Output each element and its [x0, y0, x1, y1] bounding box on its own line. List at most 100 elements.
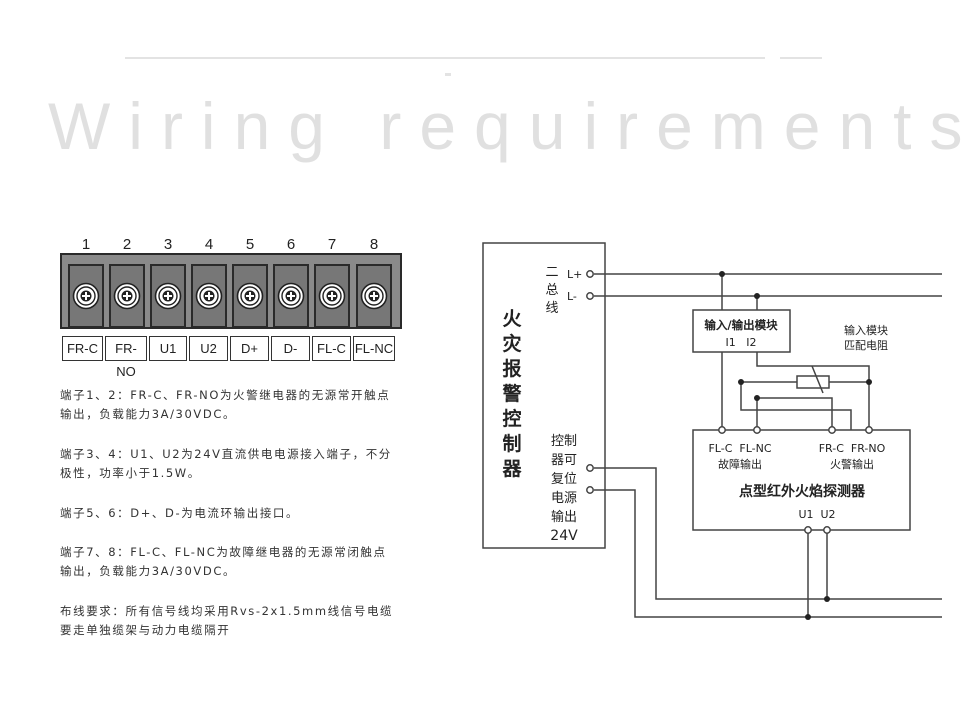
- screw-icon: [277, 282, 305, 310]
- description-line: 输出，负载能力3A/30VDC。: [60, 407, 237, 421]
- detector-fire-pins: FR-C FR-NO: [819, 442, 886, 455]
- power-label: 控制 器可 复位 电源 输出 24V: [550, 434, 578, 544]
- screw-icon: [195, 282, 223, 310]
- description-line: 极性，功率小于1.5W。: [60, 466, 201, 480]
- terminal-number: 8: [369, 236, 379, 253]
- description-line: 端子1、2：FR-C、FR-NO为火警继电器的无源常开触点: [60, 388, 391, 402]
- controller-title-char: 制: [502, 432, 521, 455]
- detector-fault-pins: FL-C FL-NC: [708, 442, 771, 455]
- detector-title: 点型红外火焰探测器: [739, 483, 866, 500]
- pin-terminal-icon: [718, 426, 726, 434]
- controller-title-char: 警: [502, 382, 521, 405]
- header-divider-line: [125, 57, 765, 59]
- matching-resistor: [796, 375, 830, 389]
- resistor-label-line: 匹配电阻: [844, 339, 888, 352]
- terminal-number: 5: [245, 236, 255, 253]
- header-divider-dot: [445, 73, 451, 76]
- power-line-2: [594, 489, 942, 618]
- terminal-label: D+: [230, 336, 269, 361]
- description-terminals-3-4: 端子3、4：U1、U2为24V直流供电电源接入端子，不分 极性，功率小于1.5W…: [60, 445, 430, 483]
- wire: [756, 352, 870, 430]
- power-label-line: 电源: [551, 491, 577, 506]
- pin-terminal-icon: [804, 526, 812, 534]
- description-line: 要走单独缆架与动力电缆隔开: [60, 623, 231, 637]
- terminal-number: 1: [81, 236, 91, 253]
- description-line: 输出，负载能力3A/30VDC。: [60, 564, 237, 578]
- bus-label-char: 二: [545, 265, 558, 280]
- screw-icon: [318, 282, 346, 310]
- junction-dot: [719, 271, 725, 277]
- description-line: 端子3、4：U1、U2为24V直流供电电源接入端子，不分: [60, 447, 392, 461]
- pin-terminal-icon: [828, 426, 836, 434]
- terminal-number: 2: [122, 236, 132, 253]
- io-module-box: [692, 309, 791, 353]
- resistor-arrow: [811, 365, 824, 394]
- description-terminals-1-2: 端子1、2：FR-C、FR-NO为火警继电器的无源常开触点 输出，负载能力3A/…: [60, 386, 430, 424]
- terminal-label: D-: [271, 336, 310, 361]
- controller-title: 火 灾 报 警 控 制 器: [501, 308, 522, 480]
- power-label-line: 24V: [550, 528, 578, 544]
- junction-dot: [754, 293, 760, 299]
- controller-title-char: 控: [502, 407, 521, 430]
- controller-title-char: 报: [502, 357, 521, 380]
- junction-dot: [824, 596, 830, 602]
- terminal-labels: FR-C FR-NO U1 U2 D+ D- FL-C FL-NC: [62, 336, 397, 379]
- power-label-line: 复位: [551, 472, 577, 487]
- junction-dot: [754, 395, 760, 401]
- controller-title-char: 灾: [502, 332, 521, 355]
- junction-dot: [866, 379, 872, 385]
- pin-terminal-icon: [586, 486, 594, 494]
- terminal-number: 3: [163, 236, 173, 253]
- power-line-1: [594, 467, 942, 600]
- terminal-label: FR-C: [62, 336, 103, 361]
- bus-label-char: 总: [545, 283, 558, 298]
- terminal-label: FL-NC: [353, 336, 395, 361]
- pin-terminal-icon: [586, 464, 594, 472]
- terminal-label: FR-NO: [105, 336, 147, 379]
- pin-terminal-icon: [823, 526, 831, 534]
- terminal-number: 6: [286, 236, 296, 253]
- io-module-title: 输入/输出模块: [704, 318, 778, 332]
- page-title: Wiring requirements: [48, 89, 975, 163]
- power-label-line: 输出: [551, 509, 577, 525]
- terminal-label: U1: [149, 336, 187, 361]
- pin-terminal-icon: [865, 426, 873, 434]
- controller-title-char: 火: [502, 308, 522, 330]
- description-wiring-rule: 布线要求：所有信号线均采用Rvs-2x1.5mm线信号电缆 要走单独缆架与动力电…: [60, 602, 430, 640]
- terminal-number: 4: [204, 236, 214, 253]
- screw-icon: [360, 282, 388, 310]
- bus-pin-label: L+: [567, 268, 582, 281]
- terminal-number: 7: [327, 236, 337, 253]
- power-label-line: 控制: [551, 434, 577, 449]
- terminal-label: U2: [189, 336, 228, 361]
- resistor-label-line: 输入模块: [844, 323, 888, 337]
- pin-terminal-icon: [586, 292, 594, 300]
- pin-terminal-icon: [586, 270, 594, 278]
- description-line: 布线要求：所有信号线均采用Rvs-2x1.5mm线信号电缆: [60, 604, 394, 618]
- bus-pin-label: L-: [567, 290, 577, 303]
- description-terminals-5-6: 端子5、6：D+、D-为电流环输出接口。: [60, 504, 430, 523]
- controller-box: [482, 242, 606, 549]
- wire: [757, 397, 833, 430]
- controller-title-char: 器: [501, 458, 522, 480]
- pin-terminal-icon: [753, 426, 761, 434]
- junction-dot: [805, 614, 811, 620]
- screw-icon: [72, 282, 100, 310]
- detector-fire-caption: 火警输出: [830, 457, 874, 471]
- io-module-pins: I1 I2: [726, 336, 757, 349]
- screw-icon: [154, 282, 182, 310]
- description-line: 端子5、6：D+、D-为电流环输出接口。: [60, 506, 300, 520]
- wire: [740, 382, 852, 430]
- screw-icon: [236, 282, 264, 310]
- header-divider-accent: [780, 57, 822, 59]
- description-terminals-7-8: 端子7、8：FL-C、FL-NC为故障继电器的无源常闭触点 输出，负载能力3A/…: [60, 543, 430, 581]
- screw-icon: [113, 282, 141, 310]
- detector-power-pins: U1 U2: [798, 508, 835, 521]
- power-label-line: 器可: [551, 453, 577, 468]
- bus-label-char: 线: [545, 301, 558, 316]
- detector-fault-caption: 故障输出: [718, 457, 762, 471]
- bus-label: 二 总 线: [545, 265, 558, 316]
- terminal-label: FL-C: [312, 336, 351, 361]
- description-line: 端子7、8：FL-C、FL-NC为故障继电器的无源常闭触点: [60, 545, 387, 559]
